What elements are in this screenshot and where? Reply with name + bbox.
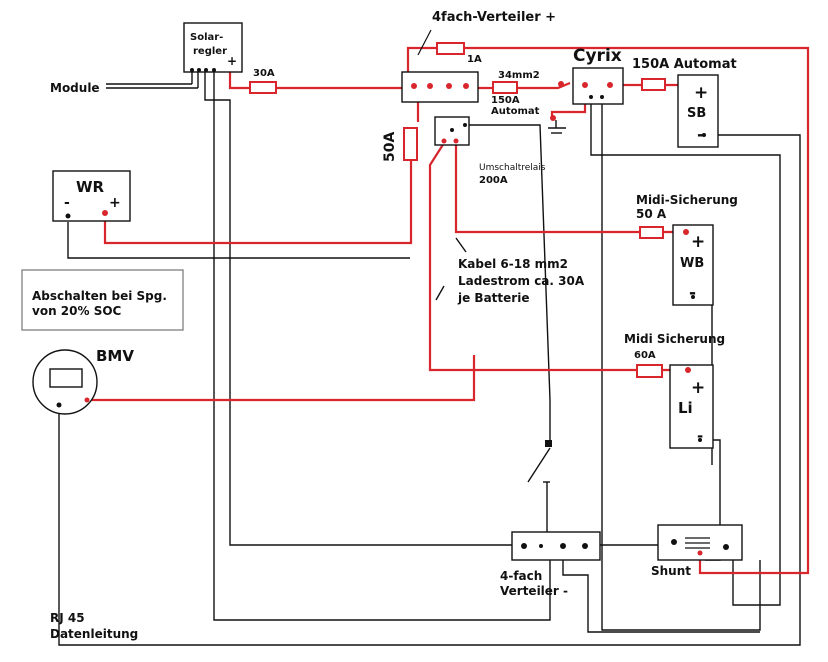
fuse-50a-label: 50A	[382, 132, 398, 162]
wb-label: WB	[680, 256, 704, 271]
verteiler-minus: 4-fach Verteiler -	[500, 531, 601, 598]
kabel-note: Kabel 6-18 mm2 Ladestrom ca. 30A je Batt…	[457, 257, 585, 305]
wr-label: WR	[76, 178, 105, 196]
fuse-1a-label: 1A	[467, 54, 482, 65]
li-label: Li	[678, 399, 693, 417]
fuse-30a: 30A	[249, 68, 277, 94]
cable-34mm2-label: 34mm2	[498, 70, 540, 81]
switch-contact	[545, 440, 552, 447]
shunt-label: Shunt	[651, 564, 691, 578]
solarregler-plus: +	[227, 54, 237, 68]
li-plus: +	[691, 378, 705, 398]
fuse-50a: 50A	[382, 127, 418, 162]
cyrix-automat: 150A Automat	[632, 57, 737, 91]
umschaltrelais-amp: 200A	[479, 175, 508, 186]
kabel-line-3: je Batterie	[457, 291, 529, 305]
wb-minus: -	[689, 283, 696, 303]
battery-li: + Li -	[669, 364, 714, 449]
inverter-wr: WR - +	[52, 170, 131, 222]
sb-label: SB	[687, 106, 706, 121]
automat-label: Automat	[491, 106, 540, 117]
rj45-note: RJ 45 Datenleitung	[50, 611, 138, 641]
cyrix-label: Cyrix	[573, 46, 622, 66]
verteiler-minus-line-1: 4-fach	[500, 569, 542, 583]
midi-50a-label: 50 A	[636, 207, 667, 221]
solar-regulator: Solar- regler +	[183, 22, 243, 73]
verteiler-plus-pointer	[417, 29, 432, 56]
shunt: Shunt	[651, 524, 743, 578]
kabel-line-1: Kabel 6-18 mm2	[458, 257, 568, 271]
umschaltrelais: Umschaltrelais 200A	[434, 116, 546, 186]
cyrix-automat-label: 150A Automat	[632, 57, 737, 72]
li-minus: -	[697, 427, 703, 445]
abschalten-line-2: von 20% SOC	[32, 304, 122, 318]
verteiler-minus-line-2: Verteiler -	[500, 584, 568, 598]
automat-150a-label: 150A	[491, 95, 520, 106]
verteiler-plus	[401, 71, 479, 103]
midi-60a-label: 60A	[634, 350, 656, 361]
wb-plus: +	[691, 232, 705, 252]
automat-150a: 34mm2 150A Automat	[491, 70, 540, 117]
wr-minus: -	[64, 195, 70, 211]
sb-minus: -	[697, 125, 704, 145]
fuse-1a: 1A	[436, 42, 482, 65]
battery-sb: + SB -	[677, 74, 719, 148]
midi-fuse-60a: Midi Sicherung 60A	[624, 332, 725, 378]
bmv-monitor: BMV	[32, 347, 134, 415]
rj45-line-2: Datenleitung	[50, 627, 138, 641]
solarregler-label-2: regler	[193, 46, 227, 57]
abschalten-note: Abschalten bei Spg. von 20% SOC	[21, 269, 184, 331]
solarregler-label-1: Solar-	[190, 32, 223, 43]
umschaltrelais-label: Umschaltrelais	[479, 163, 546, 173]
sb-plus: +	[694, 83, 708, 103]
midi-sicherung-60-label: Midi Sicherung	[624, 332, 725, 346]
wr-plus: +	[109, 195, 121, 211]
kabel-line-2: Ladestrom ca. 30A	[458, 274, 585, 288]
title-verteiler-plus: 4fach-Verteiler +	[432, 10, 556, 25]
abschalten-line-1: Abschalten bei Spg.	[32, 289, 167, 303]
midi-sicherung-50-label: Midi-Sicherung	[636, 193, 738, 207]
cyrix-relay: Cyrix	[550, 46, 624, 121]
fuse-30a-label: 30A	[253, 68, 275, 79]
battery-wb: + WB -	[672, 224, 714, 306]
module-label: Module	[50, 81, 100, 95]
bmv-label: BMV	[96, 347, 134, 365]
rj45-line-1: RJ 45	[50, 611, 85, 625]
midi-fuse-50a: Midi-Sicherung 50 A	[636, 193, 738, 239]
